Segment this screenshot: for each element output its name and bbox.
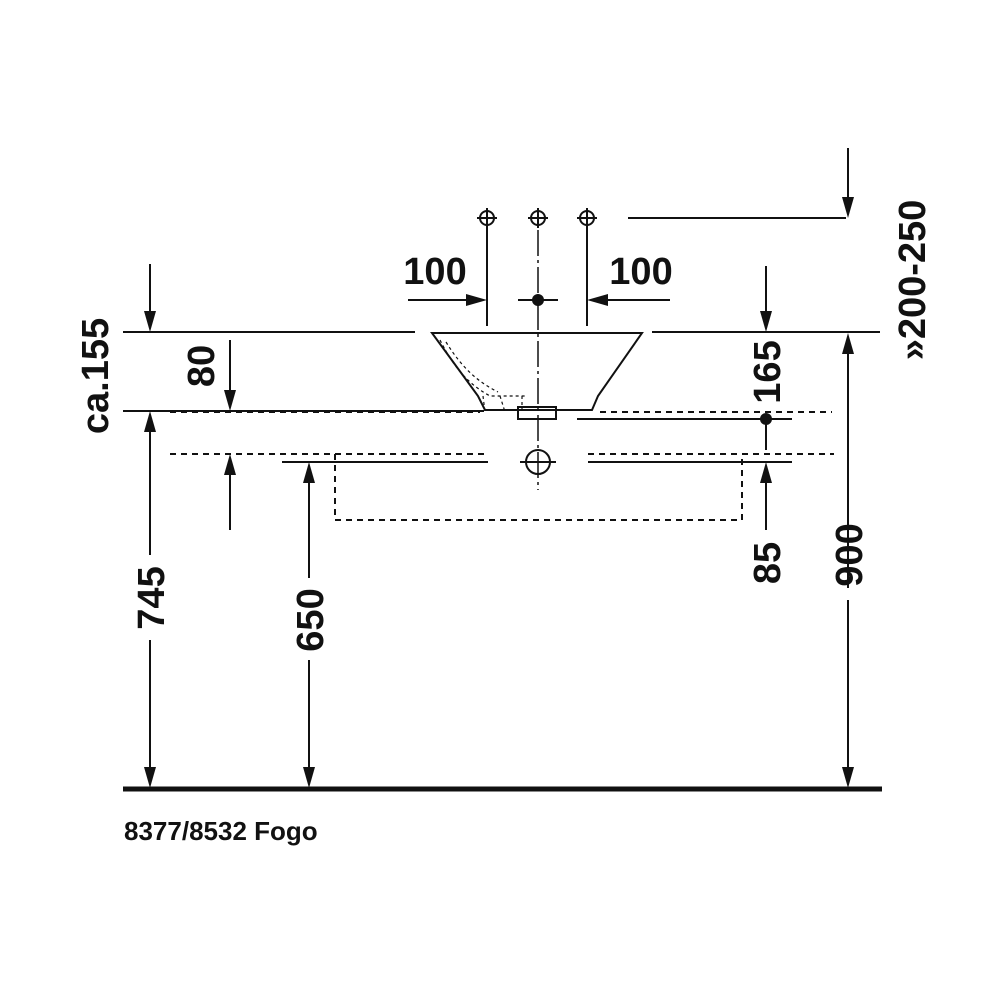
center-point xyxy=(532,294,544,306)
dim-100-left-arrow xyxy=(466,294,487,306)
tap-symbol-left xyxy=(477,208,497,228)
dim-165-top-arrow xyxy=(760,311,772,332)
cabinet-outline xyxy=(334,454,743,521)
dim-900-label: 900 xyxy=(829,523,871,586)
dim-200-250-label: »200-250 xyxy=(892,200,934,361)
dim-80-bottom-arrow xyxy=(224,454,236,475)
basin xyxy=(430,332,644,420)
dim-100-right-label: 100 xyxy=(609,251,672,293)
dim-650-label: 650 xyxy=(290,588,332,651)
dim-200-250-arrow-top xyxy=(842,197,854,218)
dim-100-right-arrow xyxy=(587,294,608,306)
dim-155-top-arrow xyxy=(144,311,156,332)
dim-165-label: 165 xyxy=(747,340,789,403)
dim-100-left-label: 100 xyxy=(403,251,466,293)
dim-745-top-arrow xyxy=(144,411,156,432)
dim-85-top-arrow xyxy=(760,462,772,483)
dim-745-label: 745 xyxy=(131,566,173,629)
dim-80-label: 80 xyxy=(181,345,223,387)
dim-900-arrow-bottom xyxy=(842,767,854,788)
dim-200-250-arrow-bottom xyxy=(842,333,854,354)
tap-symbol-center xyxy=(528,208,548,228)
drawing-caption: 8377/8532 Fogo xyxy=(124,816,318,846)
dim-745-bottom-arrow xyxy=(144,767,156,788)
waste-outlet-symbol xyxy=(520,449,556,475)
dim-85-label: 85 xyxy=(747,542,789,584)
dim-650-top-arrow xyxy=(303,462,315,483)
dim-80-top-arrow xyxy=(224,390,236,411)
dim-650-bottom-arrow xyxy=(303,767,315,788)
dim-155-label: ca.155 xyxy=(75,318,117,434)
tap-symbol-right xyxy=(577,208,597,228)
